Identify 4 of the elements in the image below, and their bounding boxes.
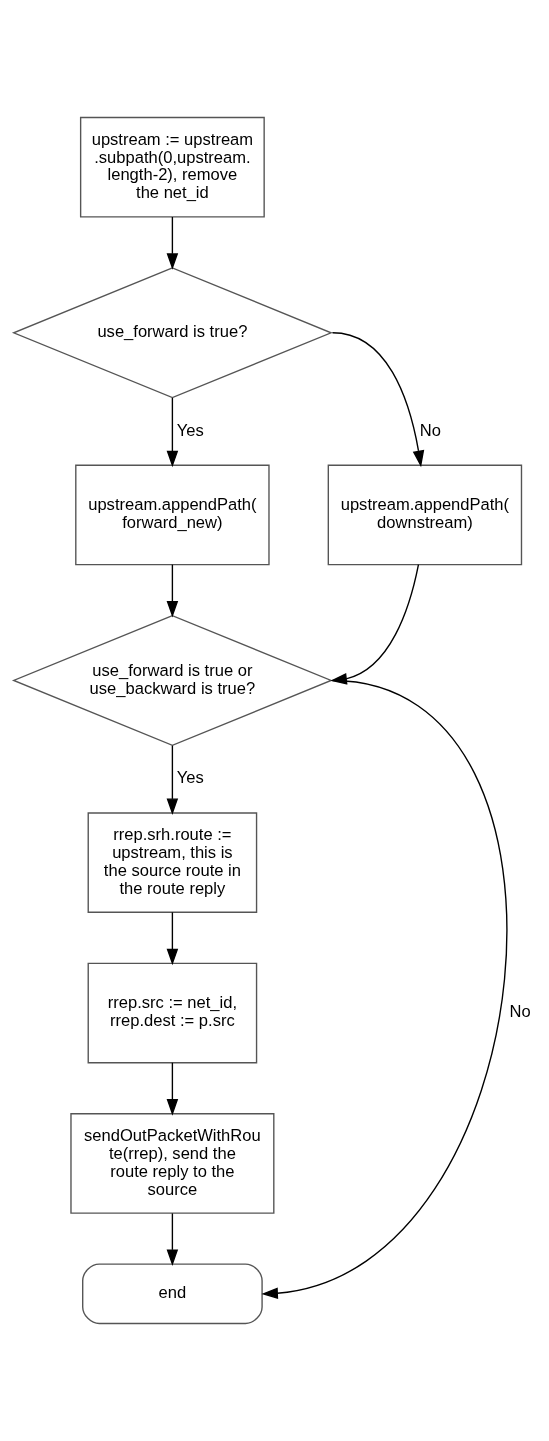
edge-label: No [509, 1002, 531, 1022]
edge-label: Yes [176, 768, 204, 788]
edge-label: No [419, 420, 441, 440]
edge-label: Yes [176, 420, 204, 440]
